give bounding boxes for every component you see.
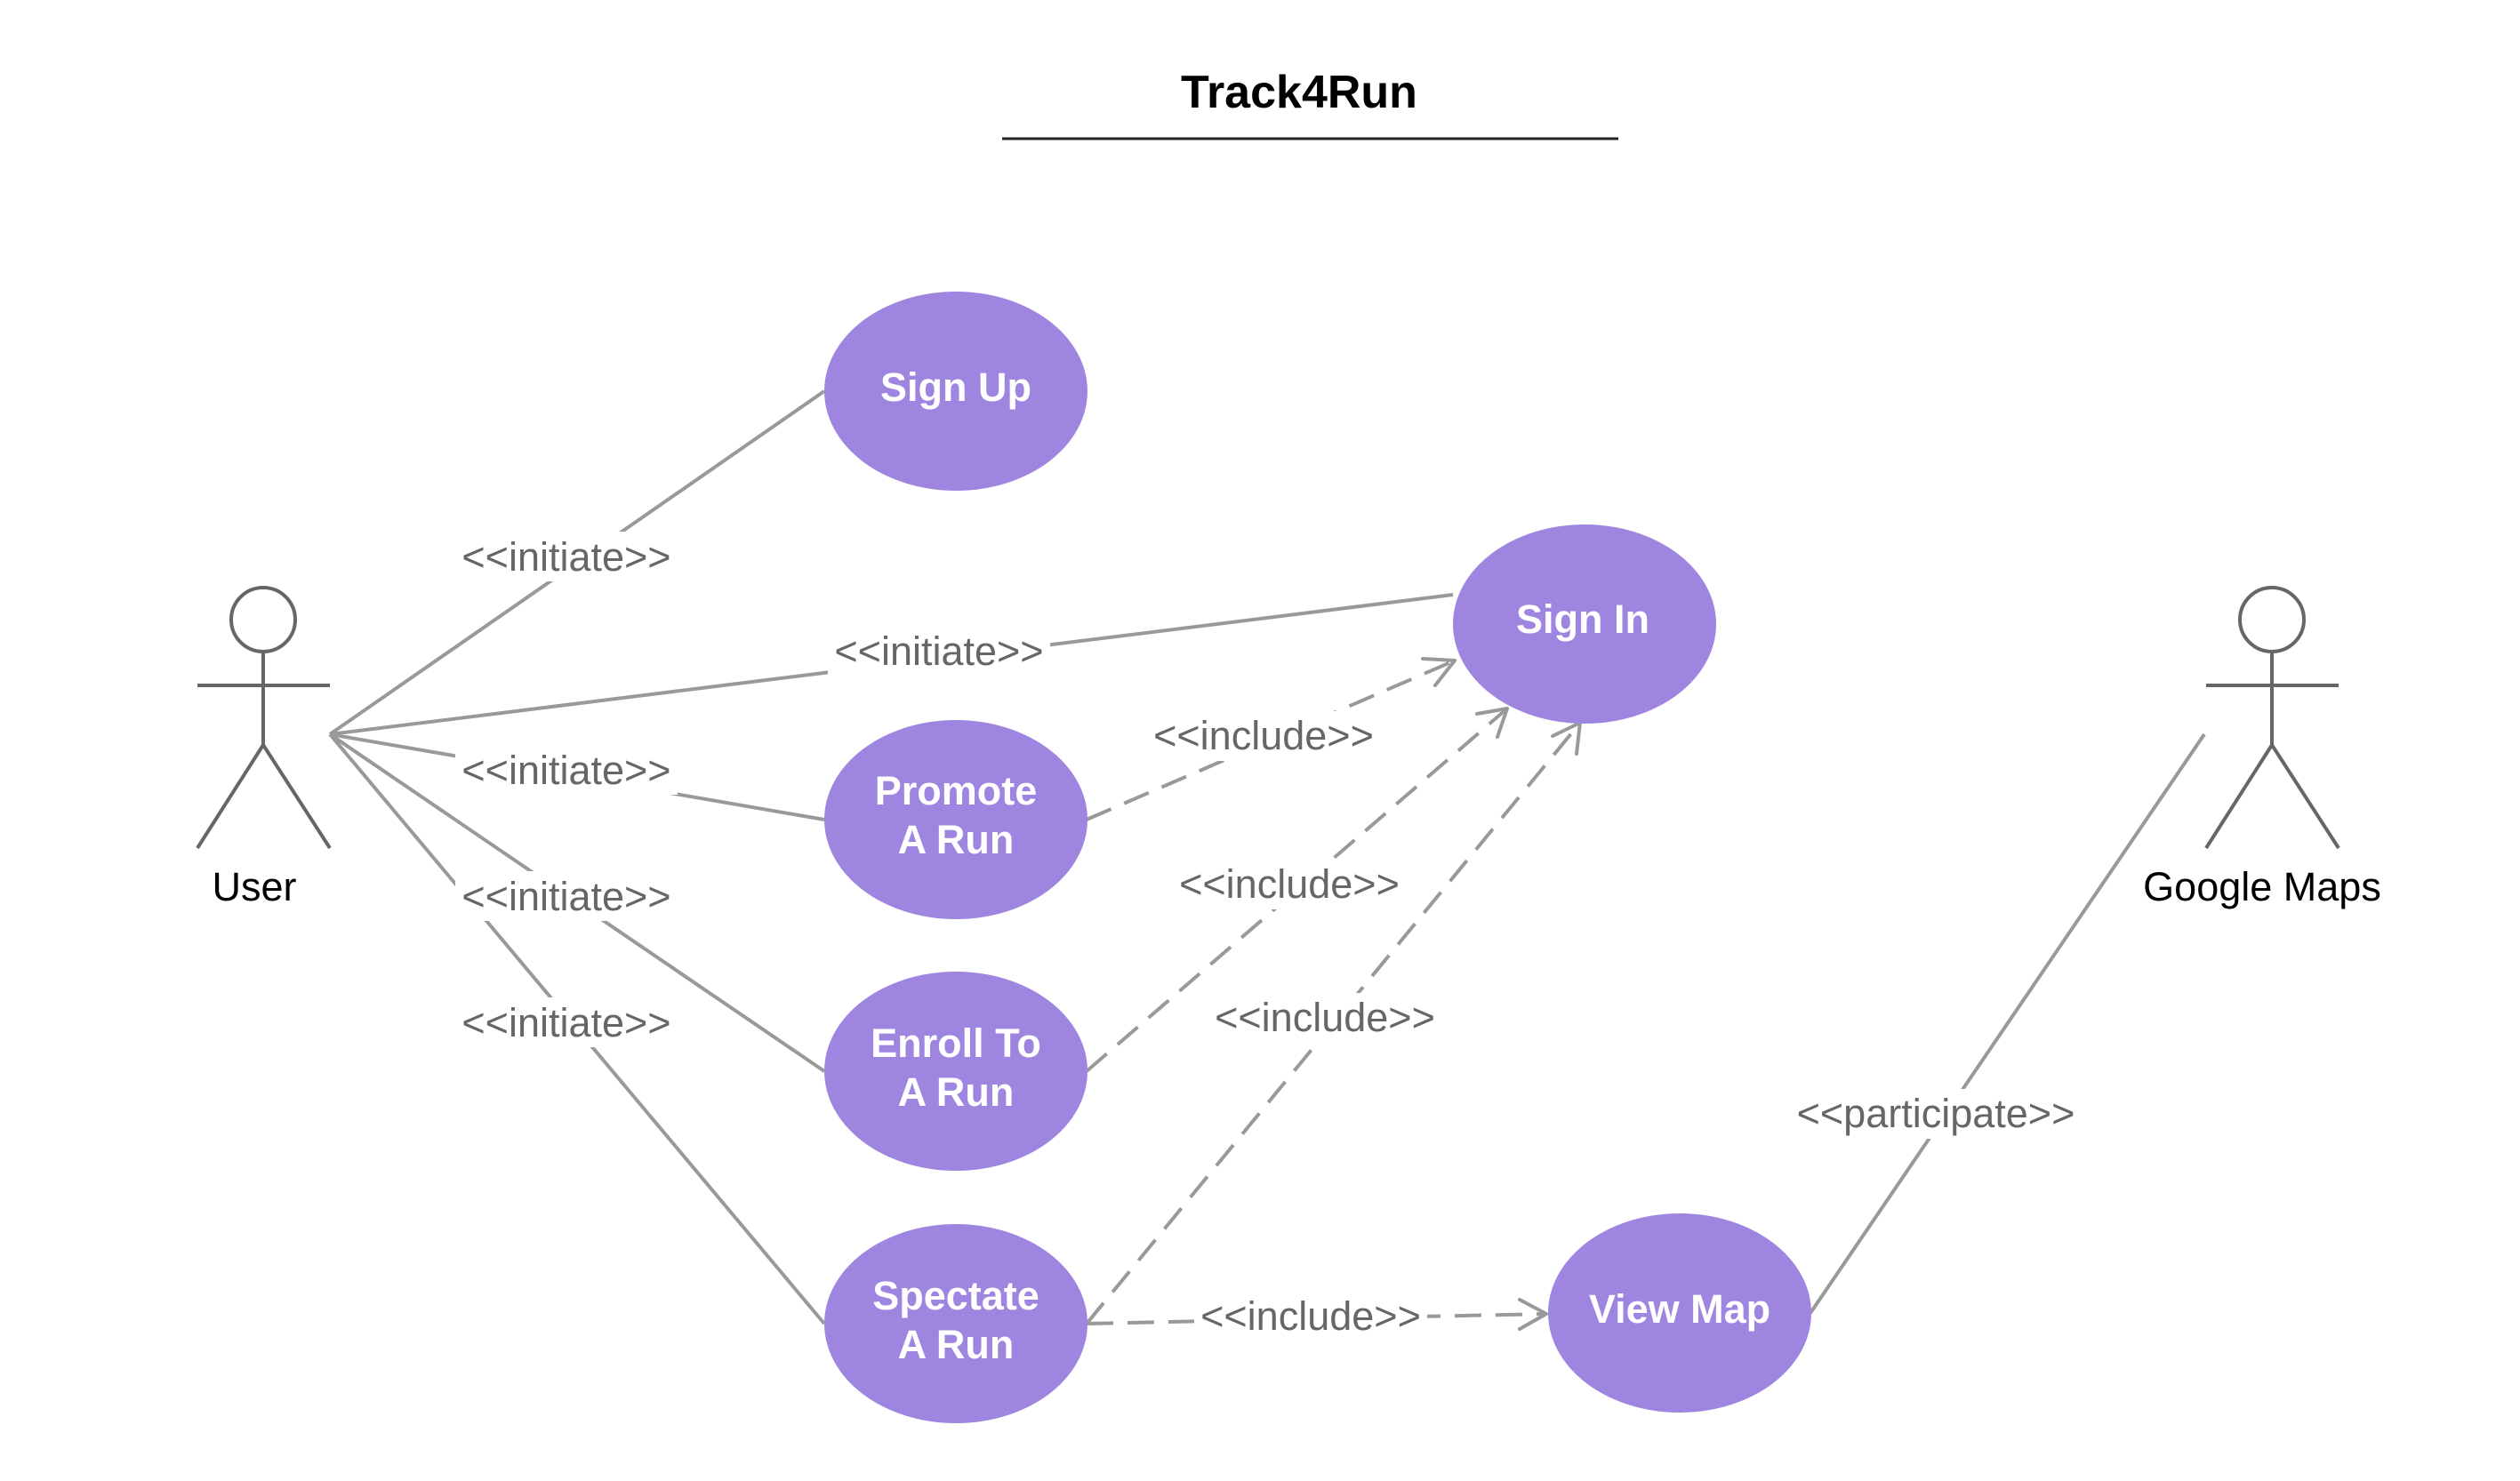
usecase-promote-label-line1: Promote bbox=[875, 768, 1038, 813]
relation-labels: <<initiate>> <<initiate>> <<initiate>> <… bbox=[455, 532, 2082, 1341]
stick-figure-icon bbox=[2204, 586, 2340, 850]
label-user-spectate: <<initiate>> bbox=[461, 1000, 670, 1045]
label-spectate-sign-in: <<include>> bbox=[1215, 995, 1435, 1040]
label-enroll-sign-in: <<include>> bbox=[1179, 861, 1400, 907]
label-maps-view-map: <<participate>> bbox=[1797, 1091, 2075, 1136]
associations bbox=[328, 389, 2206, 1325]
label-user-enroll: <<initiate>> bbox=[461, 874, 670, 919]
label-user-promote: <<initiate>> bbox=[461, 748, 670, 793]
usecase-enroll-to-a-run: Enroll To A Run bbox=[824, 972, 1087, 1171]
usecase-spectate-a-run: Spectate A Run bbox=[824, 1224, 1087, 1423]
label-user-sign-in: <<initiate>> bbox=[834, 628, 1043, 674]
usecase-spectate-label-line1: Spectate bbox=[872, 1273, 1039, 1318]
arrow-enroll-sign-in bbox=[1475, 707, 1509, 739]
usecase-enroll-label-line1: Enroll To bbox=[871, 1021, 1041, 1066]
usecase-sign-in: Sign In bbox=[1453, 524, 1716, 724]
usecase-sign-up-label: Sign Up bbox=[880, 364, 1031, 410]
line-maps-view-map bbox=[1809, 732, 2206, 1315]
arrow-promote-sign-in bbox=[1421, 657, 1457, 687]
actor-google-maps: Google Maps bbox=[2143, 586, 2381, 909]
usecase-view-map: View Map bbox=[1548, 1213, 1811, 1413]
label-spectate-view-map: <<include>> bbox=[1200, 1293, 1421, 1339]
line-promote-sign-in bbox=[1086, 659, 1456, 821]
usecase-enroll-label-line2: A Run bbox=[898, 1069, 1015, 1115]
usecase-promote-a-run: Promote A Run bbox=[824, 720, 1087, 919]
actor-user: User bbox=[196, 586, 332, 909]
usecase-sign-up: Sign Up bbox=[824, 292, 1087, 491]
label-promote-sign-in: <<include>> bbox=[1153, 713, 1374, 758]
usecase-promote-label-line2: A Run bbox=[898, 817, 1015, 862]
label-user-sign-up: <<initiate>> bbox=[461, 534, 670, 580]
arrow-spectate-view-map bbox=[1518, 1298, 1548, 1331]
usecase-view-map-label: View Map bbox=[1589, 1286, 1770, 1332]
actor-user-label: User bbox=[212, 864, 296, 909]
stick-figure-icon bbox=[196, 586, 332, 850]
usecase-sign-in-label: Sign In bbox=[1516, 596, 1649, 642]
usecase-spectate-label-line2: A Run bbox=[898, 1322, 1015, 1367]
actor-google-maps-label: Google Maps bbox=[2143, 864, 2381, 909]
line-enroll-sign-in bbox=[1085, 707, 1509, 1073]
diagram-title: Track4Run bbox=[1181, 67, 1417, 118]
